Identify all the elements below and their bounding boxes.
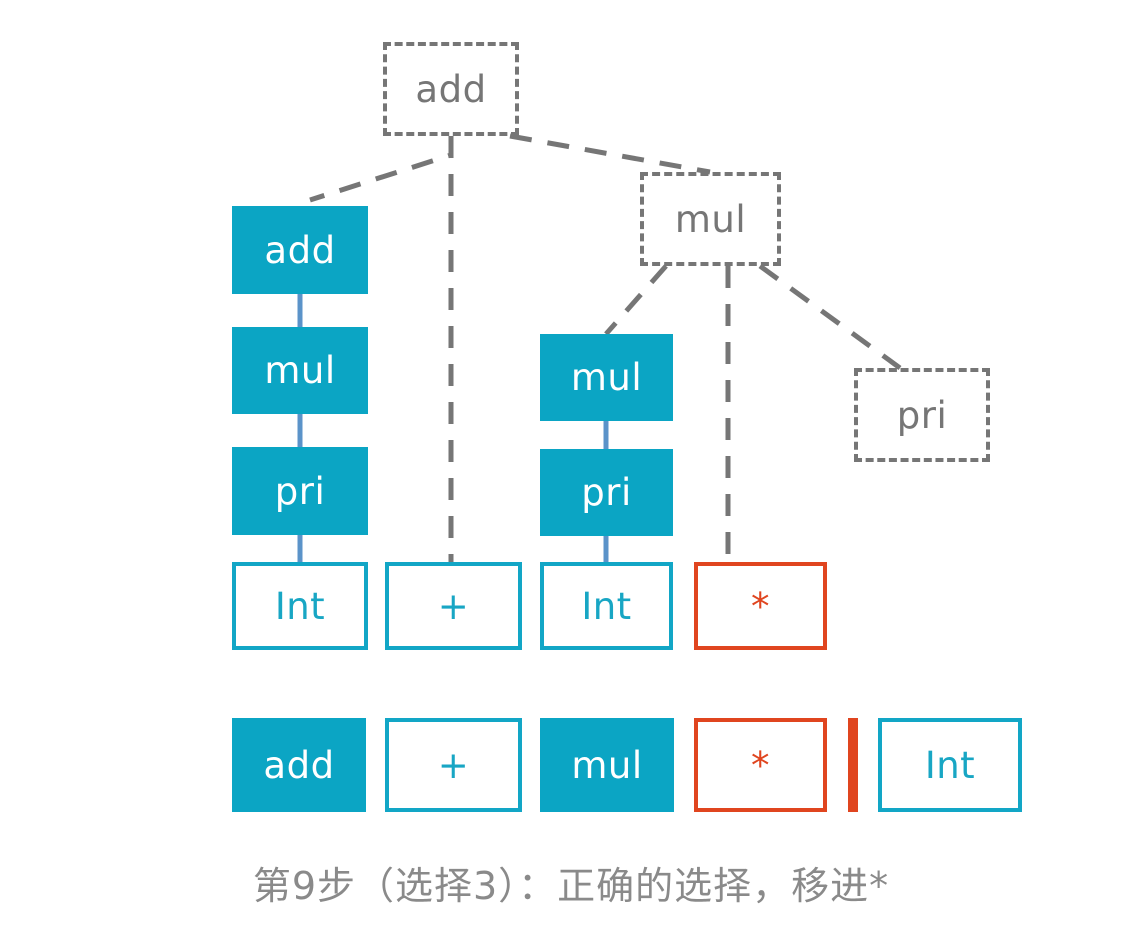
node-label: mul (674, 197, 747, 241)
node-label: * (751, 743, 770, 787)
node-label: add (263, 743, 335, 787)
node-label: Int (274, 584, 326, 628)
tree-node-ghost-add-root[interactable]: add (383, 42, 519, 136)
tree-node-ghost-pri[interactable]: pri (854, 368, 990, 462)
node-label: pri (896, 393, 948, 437)
step-caption: 第9步（选择3）：正确的选择，移进* (252, 864, 890, 908)
node-label: add (415, 67, 487, 111)
edge-mul-to-mul2 (604, 264, 668, 336)
tree-node-stack-mul-2[interactable]: mul (540, 334, 673, 421)
tree-node-ghost-mul[interactable]: mul (640, 172, 781, 266)
stack-item-row-int[interactable]: Int (878, 718, 1022, 812)
node-label: pri (581, 471, 632, 514)
node-label: + (437, 743, 470, 787)
node-label: Int (924, 743, 976, 787)
tree-node-stack-int-1[interactable]: Int (232, 562, 368, 650)
tree-node-stack-pri-2[interactable]: pri (540, 449, 673, 536)
tree-node-stack-pri-1[interactable]: pri (232, 447, 368, 535)
tree-node-stack-add[interactable]: add (232, 206, 368, 294)
tree-node-stack-mul-1[interactable]: mul (232, 327, 368, 414)
tree-node-stack-int-2[interactable]: Int (540, 562, 673, 650)
node-label: add (264, 228, 336, 272)
node-label: * (751, 584, 770, 628)
node-label: pri (274, 469, 326, 513)
node-label: mul (571, 743, 643, 787)
stack-item-row-star[interactable]: * (694, 718, 827, 812)
input-position-divider (848, 718, 858, 812)
stack-item-row-mul[interactable]: mul (540, 718, 674, 812)
edge-root-to-mul (509, 133, 711, 175)
edge-mul-to-pri (758, 263, 902, 371)
node-label: Int (581, 584, 632, 628)
edge-root-to-add (309, 136, 454, 203)
tree-node-lookahead-star[interactable]: * (694, 562, 827, 650)
stack-item-row-plus[interactable]: + (385, 718, 522, 812)
node-label: mul (570, 356, 643, 399)
node-label: + (437, 584, 470, 628)
tree-node-stack-plus[interactable]: + (385, 562, 522, 650)
stack-item-row-add[interactable]: add (232, 718, 366, 812)
node-label: mul (264, 349, 336, 392)
